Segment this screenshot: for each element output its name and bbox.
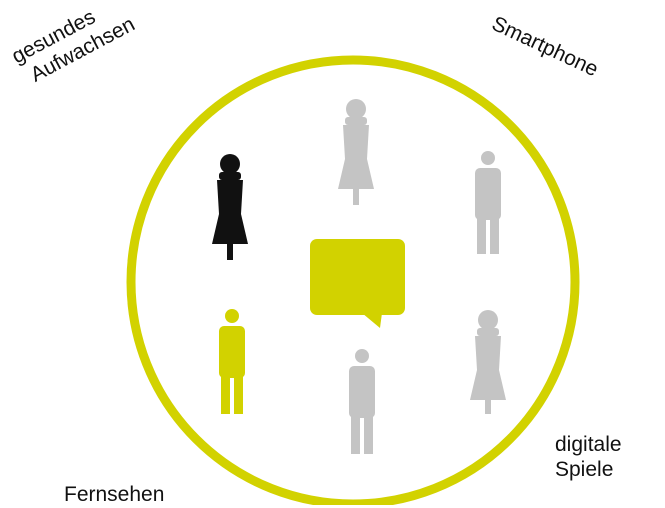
person-male-grey-icon <box>349 349 375 454</box>
person-male-yellow-icon <box>219 309 245 414</box>
person-female-grey-icon <box>470 310 506 414</box>
person-male-grey-icon <box>475 151 501 254</box>
label-spiele: Spiele <box>555 457 614 481</box>
outer-circle <box>126 55 580 505</box>
label-digitale-spiele: digitale Spiele <box>555 433 622 483</box>
person-female-black-icon <box>212 154 248 260</box>
person-female-grey-icon <box>338 99 374 205</box>
label-fernsehen: Fernsehen <box>64 483 165 506</box>
speech-bubble-icon <box>310 239 405 328</box>
label-digitale: digitale <box>555 433 622 456</box>
